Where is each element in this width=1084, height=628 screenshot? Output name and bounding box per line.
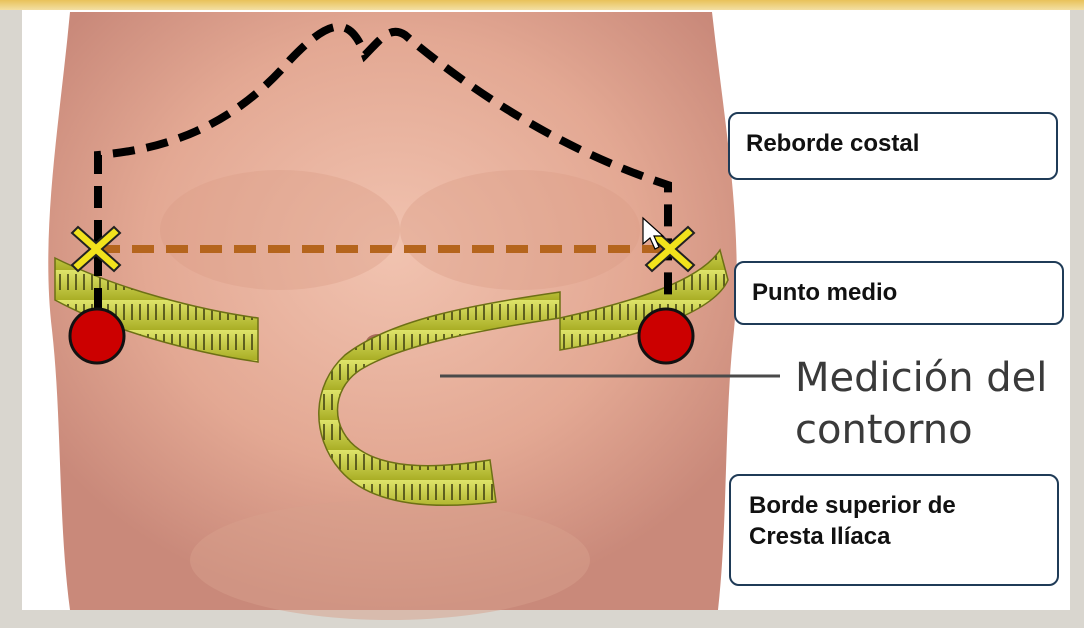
label-punto-medio: Punto medio [734, 261, 1064, 325]
medicion-line-1: Medición del [795, 352, 1075, 404]
borde-superior-line-2: Cresta Ilíaca [749, 521, 1039, 552]
label-borde-superior: Borde superior de Cresta Ilíaca [729, 474, 1059, 586]
circle-marker-icon [639, 309, 693, 363]
medicion-line-2: contorno [795, 404, 1075, 456]
label-medicion-contorno: Medición del contorno [795, 352, 1075, 456]
label-punto-medio-text: Punto medio [752, 279, 897, 306]
borde-superior-line-1: Borde superior de [749, 490, 1039, 521]
label-reborde-costal-text: Reborde costal [746, 130, 919, 157]
pubic-shading [190, 500, 590, 620]
abdomen-shading-right [400, 170, 640, 290]
circle-marker-icon [70, 309, 124, 363]
label-reborde-costal: Reborde costal [728, 112, 1058, 180]
abdomen-shading-left [160, 170, 400, 290]
